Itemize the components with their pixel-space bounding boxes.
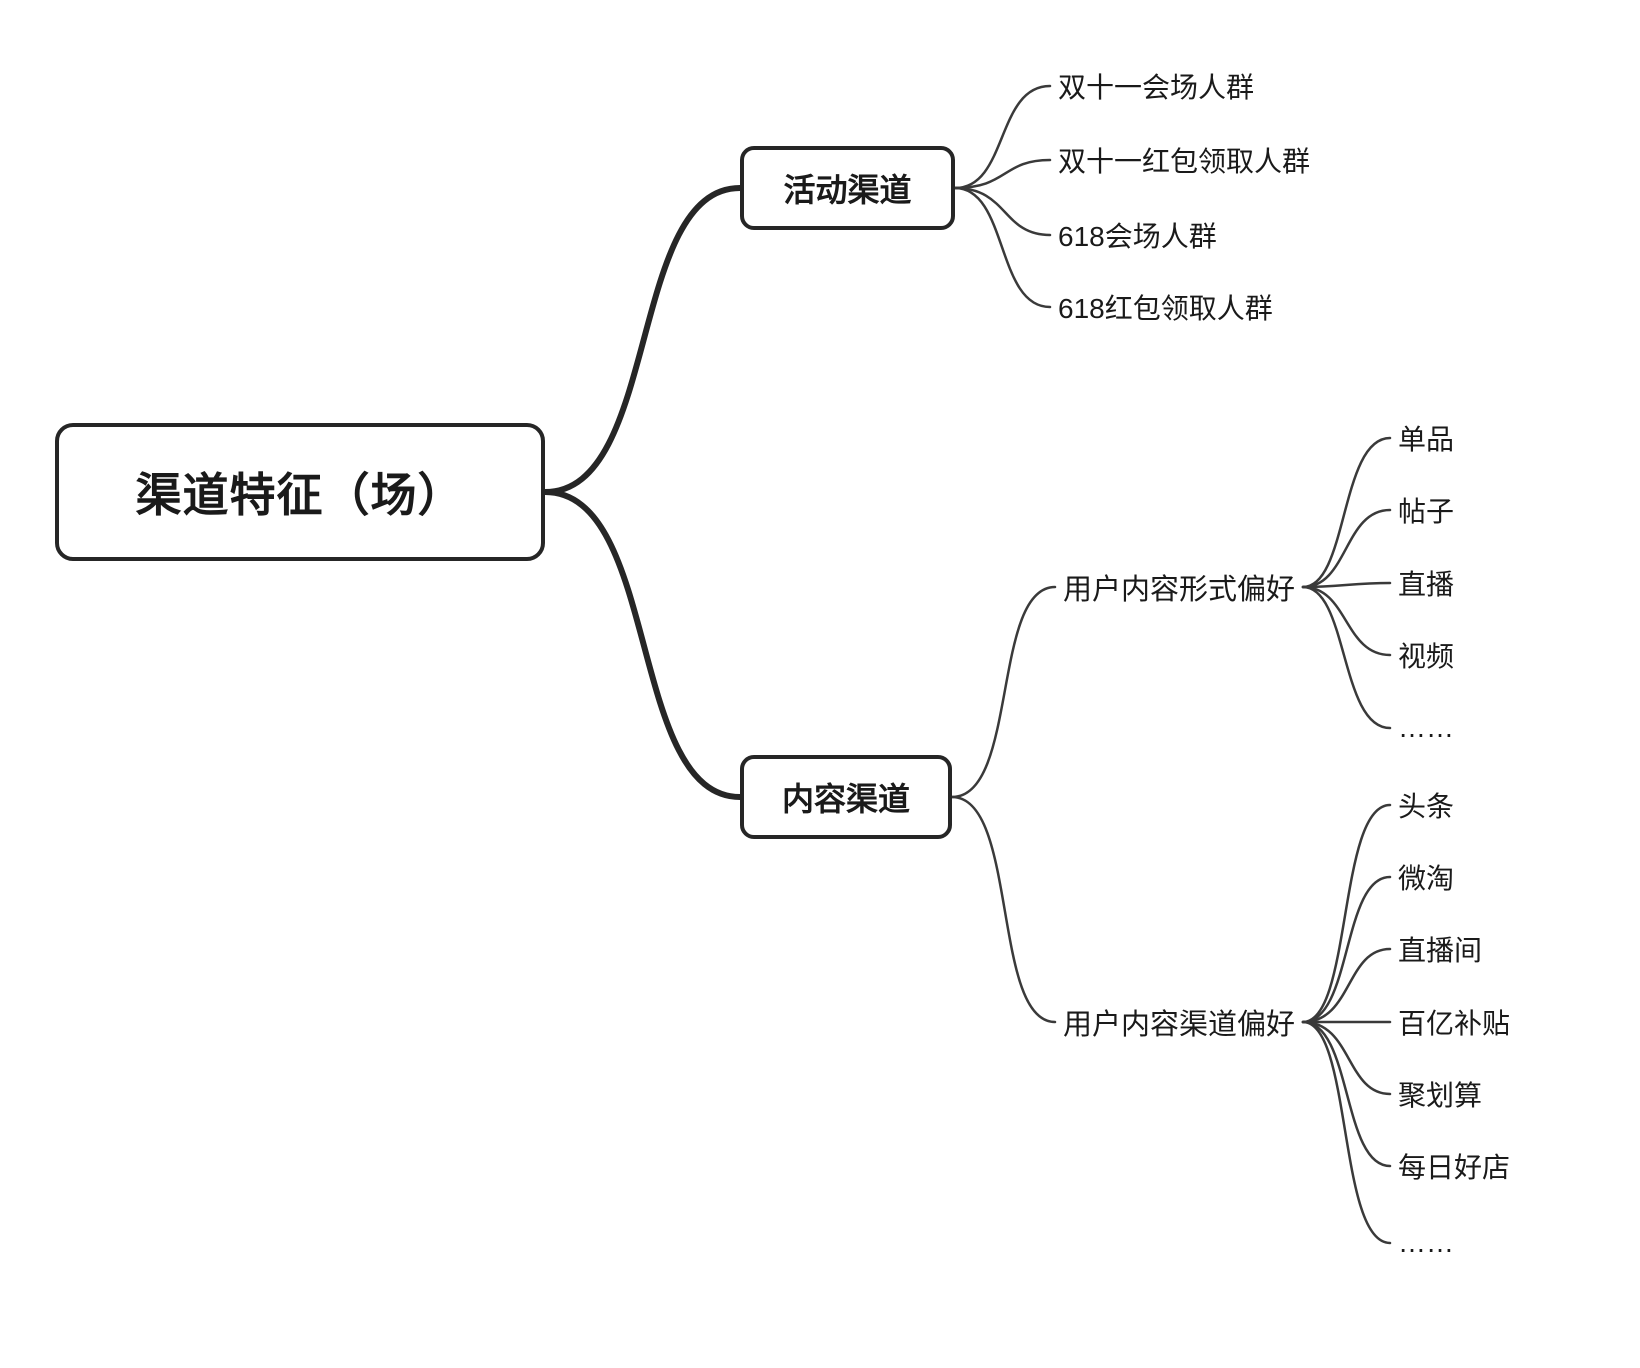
edge-activity-to-leaf-2 bbox=[953, 158, 1052, 190]
leaf-channel-ellipsis[interactable]: …… bbox=[1398, 1227, 1454, 1258]
leaf-daily-good-shop[interactable]: 每日好店 bbox=[1398, 1152, 1511, 1183]
leaf-double11-venue-audience[interactable]: 双十一会场人群 bbox=[1058, 72, 1255, 103]
edge-channelpref-to-leaf-7 bbox=[1301, 1020, 1392, 1245]
leaf-billion-subsidy[interactable]: 百亿补贴 bbox=[1398, 1008, 1511, 1039]
edge-content-to-channel-preference bbox=[950, 795, 1057, 1024]
edge-activity-to-leaf-3 bbox=[953, 186, 1052, 237]
leaf-post[interactable]: 帖子 bbox=[1398, 496, 1455, 527]
leaf-juhuasuan[interactable]: 聚划算 bbox=[1398, 1080, 1483, 1111]
leaf-618-venue-audience[interactable]: 618会场人群 bbox=[1058, 221, 1217, 252]
edge-format-to-leaf-1 bbox=[1301, 436, 1392, 589]
branch-node-content-channel[interactable]: 内容渠道 bbox=[740, 755, 952, 839]
edge-root-to-activity-channel bbox=[542, 185, 743, 495]
subnode-user-content-channel-preference[interactable]: 用户内容渠道偏好 bbox=[1063, 1009, 1296, 1041]
leaf-single-product[interactable]: 单品 bbox=[1398, 424, 1455, 455]
edge-channelpref-to-leaf-1 bbox=[1301, 803, 1392, 1024]
edge-format-to-leaf-4 bbox=[1301, 585, 1392, 657]
edge-channelpref-to-leaf-5 bbox=[1301, 1020, 1392, 1096]
leaf-618-redpacket-audience[interactable]: 618红包领取人群 bbox=[1058, 293, 1273, 324]
leaf-double11-redpacket-audience[interactable]: 双十一红包领取人群 bbox=[1058, 146, 1311, 177]
root-node-channel-characteristics[interactable]: 渠道特征（场） bbox=[55, 423, 545, 561]
leaf-weitao[interactable]: 微淘 bbox=[1398, 863, 1455, 894]
edge-root-to-content-channel bbox=[542, 489, 743, 800]
edge-content-to-format-preference bbox=[950, 585, 1057, 799]
edge-format-to-leaf-5 bbox=[1301, 585, 1392, 730]
edge-channelpref-to-leaf-6 bbox=[1301, 1020, 1392, 1168]
leaf-livestream[interactable]: 直播 bbox=[1398, 569, 1455, 600]
leaf-video[interactable]: 视频 bbox=[1398, 641, 1455, 672]
edge-format-to-leaf-2 bbox=[1301, 508, 1392, 589]
edge-channelpref-to-leaf-3 bbox=[1301, 947, 1392, 1024]
leaf-livestream-room[interactable]: 直播间 bbox=[1398, 935, 1483, 966]
subnode-user-content-format-preference[interactable]: 用户内容形式偏好 bbox=[1063, 574, 1296, 606]
edge-activity-to-leaf-1 bbox=[953, 84, 1052, 190]
edge-channelpref-to-leaf-2 bbox=[1301, 875, 1392, 1024]
leaf-format-ellipsis[interactable]: …… bbox=[1398, 712, 1454, 743]
edge-activity-to-leaf-4 bbox=[953, 186, 1052, 309]
edge-format-to-leaf-3 bbox=[1301, 581, 1392, 589]
leaf-toutiao[interactable]: 头条 bbox=[1398, 791, 1455, 822]
branch-node-activity-channel[interactable]: 活动渠道 bbox=[740, 146, 955, 230]
